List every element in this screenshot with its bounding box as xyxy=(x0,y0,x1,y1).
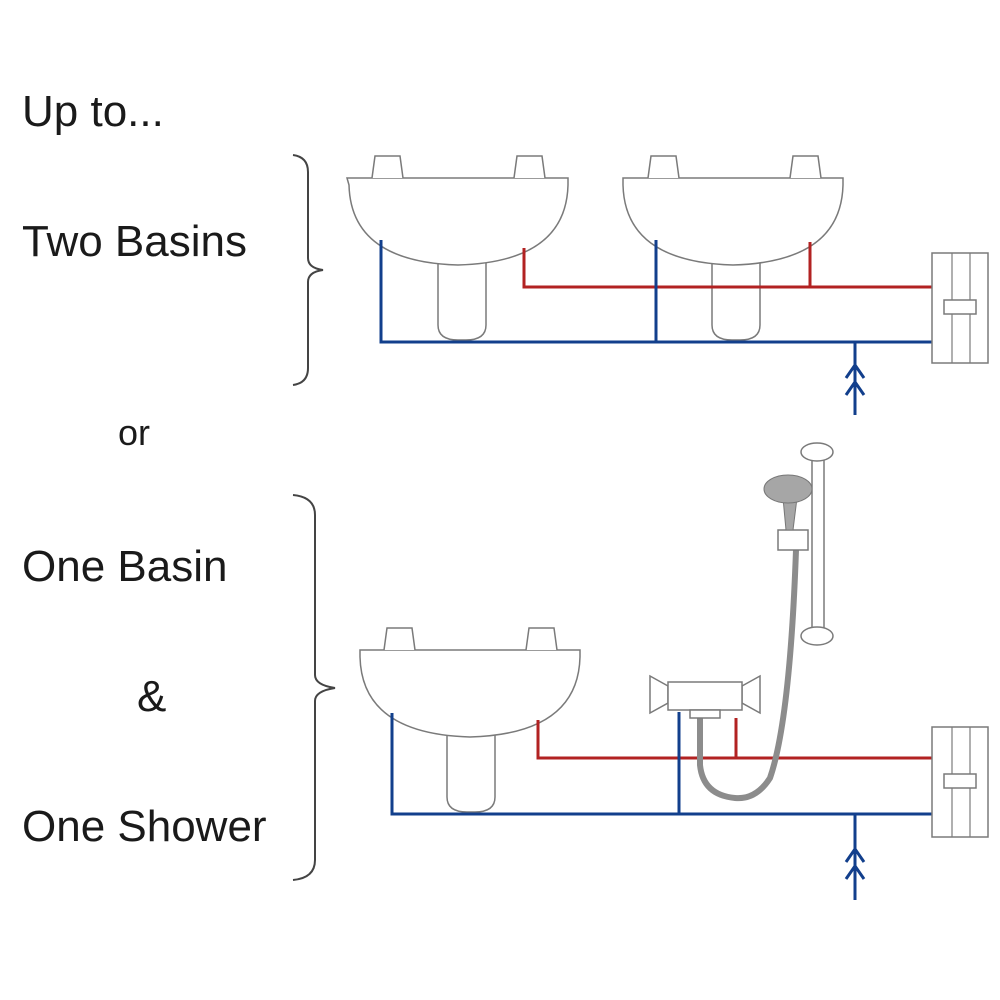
or-separator-label: or xyxy=(118,412,151,453)
option-two-basins-label: Two Basins xyxy=(22,217,247,266)
basin-1-top xyxy=(346,155,569,341)
cold-pipe-top xyxy=(379,240,932,415)
shower-riser-rail xyxy=(800,442,834,646)
water-heater-unit-bottom xyxy=(931,726,989,838)
bottom-group-bracket xyxy=(292,494,336,881)
ampersand-label: & xyxy=(137,672,167,721)
cold-pipe-bottom xyxy=(390,712,932,900)
option-one-basin-label: One Basin xyxy=(22,542,228,591)
shower-mixer-valve xyxy=(649,674,761,719)
inlet-arrow-top-icon xyxy=(844,362,866,396)
hot-pipe-top xyxy=(522,242,932,289)
option-one-shower-label: One Shower xyxy=(22,802,267,851)
intro-label: Up to... xyxy=(22,87,164,136)
basin-bottom xyxy=(359,627,581,813)
basin-2-top xyxy=(622,155,844,341)
hot-pipe-bottom xyxy=(536,718,932,760)
inlet-arrow-bottom-icon xyxy=(844,846,866,880)
top-group-bracket xyxy=(292,154,324,386)
shower-hose xyxy=(697,547,799,802)
water-heater-unit-top xyxy=(931,252,989,364)
shower-head-icon xyxy=(763,474,813,551)
